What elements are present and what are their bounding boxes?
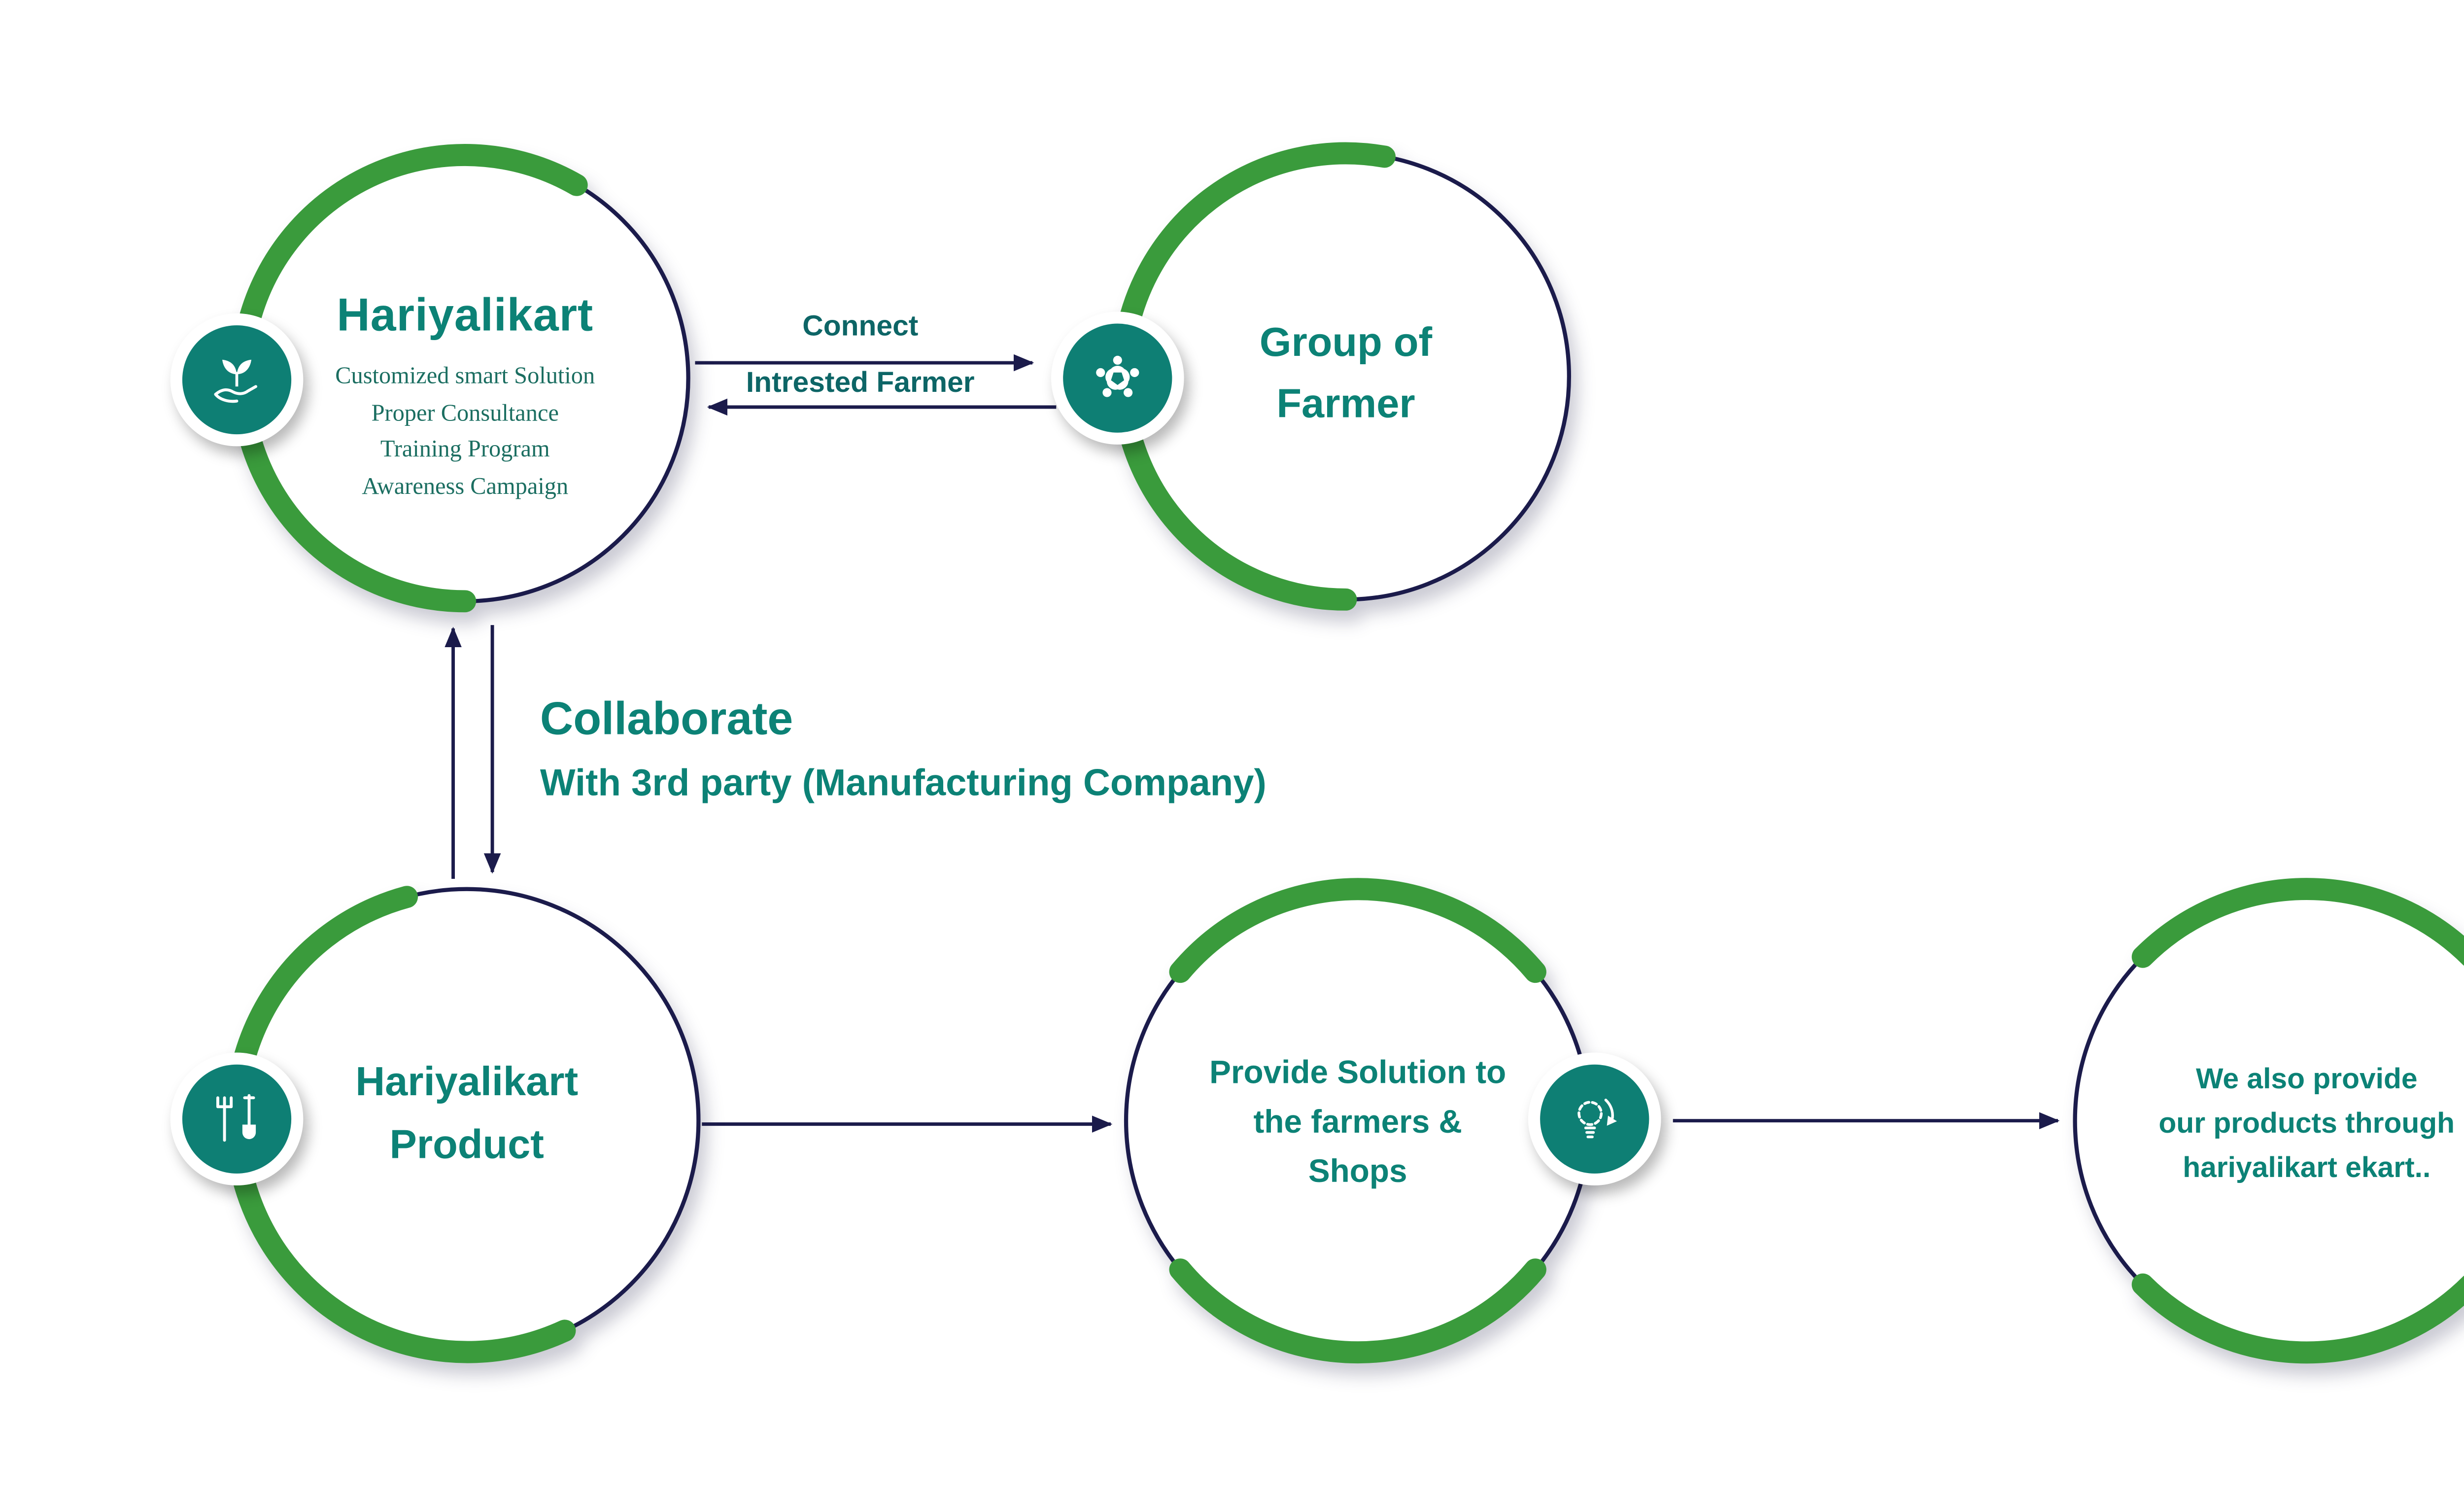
ekart-circle xyxy=(2073,878,2464,1364)
collaborate-block: Collaborate With 3rd party (Manufacturin… xyxy=(540,693,1266,805)
hariyalikart-title: Hariyalikart xyxy=(337,289,594,341)
service-item: Proper Consultance xyxy=(371,401,559,427)
hand-plant-icon xyxy=(182,325,292,435)
service-item: Customized smart Solution xyxy=(335,364,595,390)
group-of-farmer-line: Farmer xyxy=(1276,382,1415,428)
product-line: Product xyxy=(389,1122,544,1169)
group-of-farmer-line: Group of xyxy=(1259,320,1433,366)
node-hariyalikart-product: Hariyalikart Product xyxy=(254,1051,680,1177)
hariyalikart-product-circle xyxy=(225,886,701,1363)
node-hariyalikart: Hariyalikart Customized smart Solution P… xyxy=(243,289,686,506)
collaborate-subtitle: With 3rd party (Manufacturing Company) xyxy=(540,761,1266,804)
node-provide-solution: Provide Solution to the farmers & Shops xyxy=(1136,1049,1579,1198)
hariyalikart-badge xyxy=(170,313,304,447)
hariyalikart-product-badge xyxy=(170,1052,304,1186)
people-circle-icon xyxy=(1063,323,1172,433)
service-item: Training Program xyxy=(380,438,550,463)
provide-solution-badge xyxy=(1528,1052,1661,1186)
collaborate-title: Collaborate xyxy=(540,693,793,745)
interested-farmer-label: Intrested Farmer xyxy=(746,366,975,399)
group-of-farmer-badge xyxy=(1051,312,1184,445)
ekart-line: our products through xyxy=(2158,1107,2455,1140)
green-arc xyxy=(1169,1258,1546,1364)
node-group-of-farmer: Group of Farmer xyxy=(1133,313,1559,436)
solution-line: Shops xyxy=(1308,1154,1407,1191)
solution-line: Provide Solution to xyxy=(1209,1056,1506,1092)
hariyalikart-services-list: Customized smart Solution Proper Consult… xyxy=(243,359,686,506)
product-line: Hariyalikart xyxy=(355,1059,579,1106)
ekart-line: We also provide xyxy=(2195,1063,2418,1095)
green-arc xyxy=(225,886,576,1363)
farm-tools-icon xyxy=(182,1064,292,1174)
green-arc xyxy=(2131,878,2464,968)
ekart-line: hariyalikart ekart.. xyxy=(2183,1151,2431,1184)
idea-bulb-icon xyxy=(1540,1064,1649,1174)
connect-label: Connect xyxy=(802,310,919,343)
service-item: Awareness Campaign xyxy=(362,474,569,500)
node-ekart: We also provide our products through har… xyxy=(2085,1058,2464,1191)
provide-solution-circle xyxy=(1124,878,1592,1364)
green-arc xyxy=(1169,878,1546,983)
solution-line: the farmers & xyxy=(1253,1105,1462,1142)
green-arc xyxy=(2131,1273,2464,1364)
